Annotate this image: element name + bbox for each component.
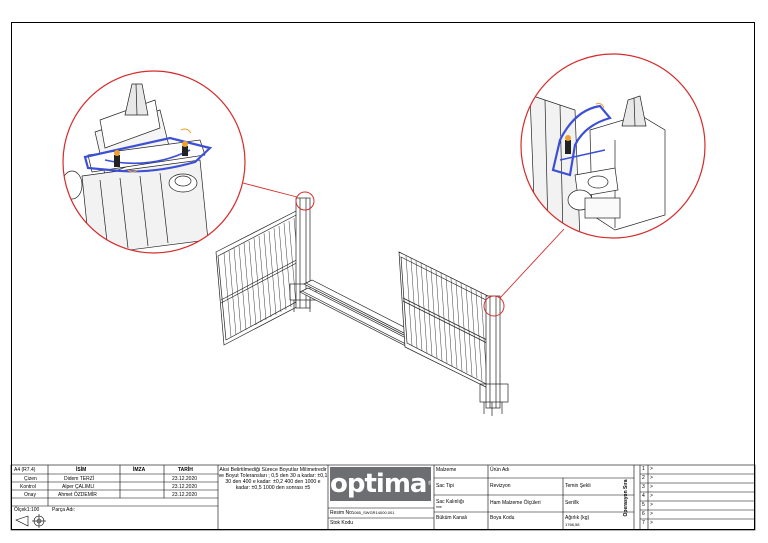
detail-marker-right — [483, 295, 505, 317]
role-approved: Onay — [24, 492, 36, 498]
sheet-thickness-value: *** — [436, 506, 442, 512]
op-value-2: > — [650, 475, 653, 481]
sheet-format: A4 (R7.4) — [14, 467, 36, 473]
header-date: TARİH — [178, 467, 193, 473]
left-detail-view — [62, 70, 246, 254]
op-no-1: 1 — [642, 466, 645, 472]
operation-sequence-text: Operasyon Sıra — [623, 479, 629, 517]
part-name-label: Parça Adı: — [52, 507, 76, 513]
date-checked: 23.12.2020 — [172, 484, 198, 490]
op-value-4: > — [650, 493, 653, 499]
header-signature: İMZA — [133, 467, 146, 473]
name-approved: Ahmet ÖZDEMİR — [58, 492, 97, 498]
paint-code-label: Boya Kodu — [490, 515, 515, 521]
operation-sequence-label: Operasyon Sıra — [620, 470, 632, 526]
supply-label: Temin Şekli — [565, 483, 591, 489]
op-no-7: 7 — [642, 520, 645, 526]
date-approved: 23.12.2020 — [172, 492, 198, 498]
name-checked: Alper ÇALIMLI — [62, 484, 95, 490]
op-value-7: > — [650, 520, 653, 526]
revision-label: Revizyon — [490, 483, 511, 489]
weight-label: Ağırlık (kg) — [565, 515, 590, 521]
leader-line-left — [238, 181, 298, 198]
op-value-1: > — [650, 466, 653, 472]
projection-symbol-icon — [15, 514, 46, 528]
op-no-2: 2 — [642, 475, 645, 481]
name-drawn: Didem TERZİ — [64, 476, 95, 482]
material-label: Malzeme — [436, 467, 457, 473]
op-value-3: > — [650, 484, 653, 490]
date-drawn: 23.12.2020 — [172, 476, 198, 482]
drawing-sheet-border — [11, 22, 755, 530]
left-gate-panel — [215, 197, 317, 346]
stock-code-label: Stok Kodu — [330, 520, 354, 526]
sheet-type-label: Sac Tipi — [436, 483, 454, 489]
sheet-thickness-label: Sac Kalınlığı — [436, 499, 465, 505]
drawing-no-label: Resim No: — [330, 510, 354, 516]
title-block-grid — [10, 464, 756, 531]
product-name-label: Ürün Adı — [490, 467, 510, 473]
op-no-3: 3 — [642, 484, 645, 490]
optima-logo: optima® — [330, 467, 433, 501]
op-no-6: 6 — [642, 511, 645, 517]
op-no-5: 5 — [642, 502, 645, 508]
leader-line-right — [499, 228, 565, 299]
op-no-4: 4 — [642, 493, 645, 499]
series-label: Seri/lk — [565, 500, 579, 506]
detail-marker-left — [295, 191, 315, 211]
op-value-6: > — [650, 511, 653, 517]
scale: Ölçek1:100 — [14, 507, 40, 513]
raw-material-label: Ham Malzeme Ölçüleri — [490, 500, 541, 506]
role-drawn: Çizen — [24, 476, 37, 482]
role-checked: Kontrol — [20, 484, 36, 490]
header-name: İSİM — [76, 467, 87, 473]
drawing-no: 1065_SWGR14000.001 — [352, 510, 395, 515]
logo-mark: ® — [427, 480, 433, 487]
weight-value: 1768,58 — [565, 522, 580, 527]
right-detail-view — [520, 53, 706, 239]
tolerance-note: Aksi Belirtilmediği Sürece Boyutlar Mili… — [218, 467, 328, 491]
op-value-5: > — [650, 502, 653, 508]
bending-label: Büküm Kanalı — [436, 515, 468, 521]
right-gate-panel — [398, 251, 509, 416]
logo-text: optima — [330, 469, 427, 499]
